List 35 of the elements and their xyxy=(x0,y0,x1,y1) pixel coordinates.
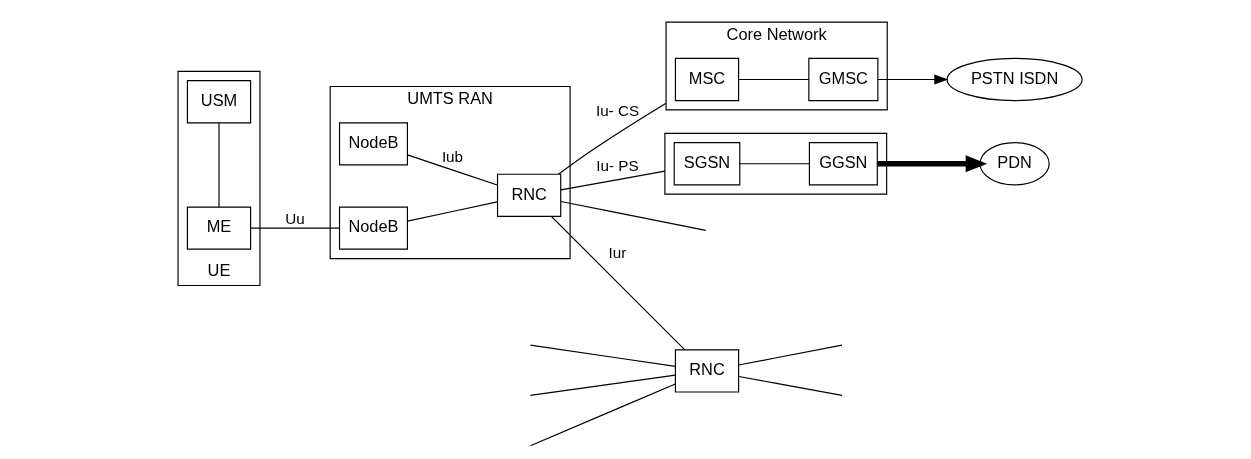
connector xyxy=(250,227,341,229)
edge-label: Iu- CS xyxy=(595,102,640,120)
connector xyxy=(406,154,498,186)
connector xyxy=(529,374,676,397)
edge-label: Uu xyxy=(285,209,305,227)
connector xyxy=(560,170,666,191)
connector xyxy=(218,122,220,208)
connector xyxy=(529,383,676,447)
node-box: MSC xyxy=(674,57,740,102)
arrow xyxy=(877,155,988,173)
node-box: SGSN xyxy=(673,142,741,186)
connector xyxy=(738,78,810,81)
node-box: GMSC xyxy=(808,57,879,102)
node-box: RNC xyxy=(496,173,562,217)
edge-label: Iu- PS xyxy=(596,157,639,175)
node-ellipse: PSTN ISDN xyxy=(946,57,1083,102)
connector xyxy=(738,344,843,366)
node-box: NodeB xyxy=(338,122,408,166)
arrow xyxy=(877,74,949,85)
connector xyxy=(560,200,707,232)
cluster xyxy=(664,132,888,195)
connector xyxy=(739,163,810,165)
edge-label: Iur xyxy=(608,243,627,261)
node-ellipse: PDN xyxy=(979,142,1050,186)
node-box: USM xyxy=(186,80,252,124)
edge-label: Iub xyxy=(441,147,464,165)
node-box: ME xyxy=(186,206,252,250)
connector xyxy=(550,215,686,351)
node-box: NodeB xyxy=(338,206,408,250)
node-box: RNC xyxy=(674,349,740,393)
connector xyxy=(406,201,498,222)
connector xyxy=(529,344,676,367)
connector xyxy=(738,375,843,397)
connector xyxy=(557,102,667,175)
node-box: GGSN xyxy=(808,142,878,186)
